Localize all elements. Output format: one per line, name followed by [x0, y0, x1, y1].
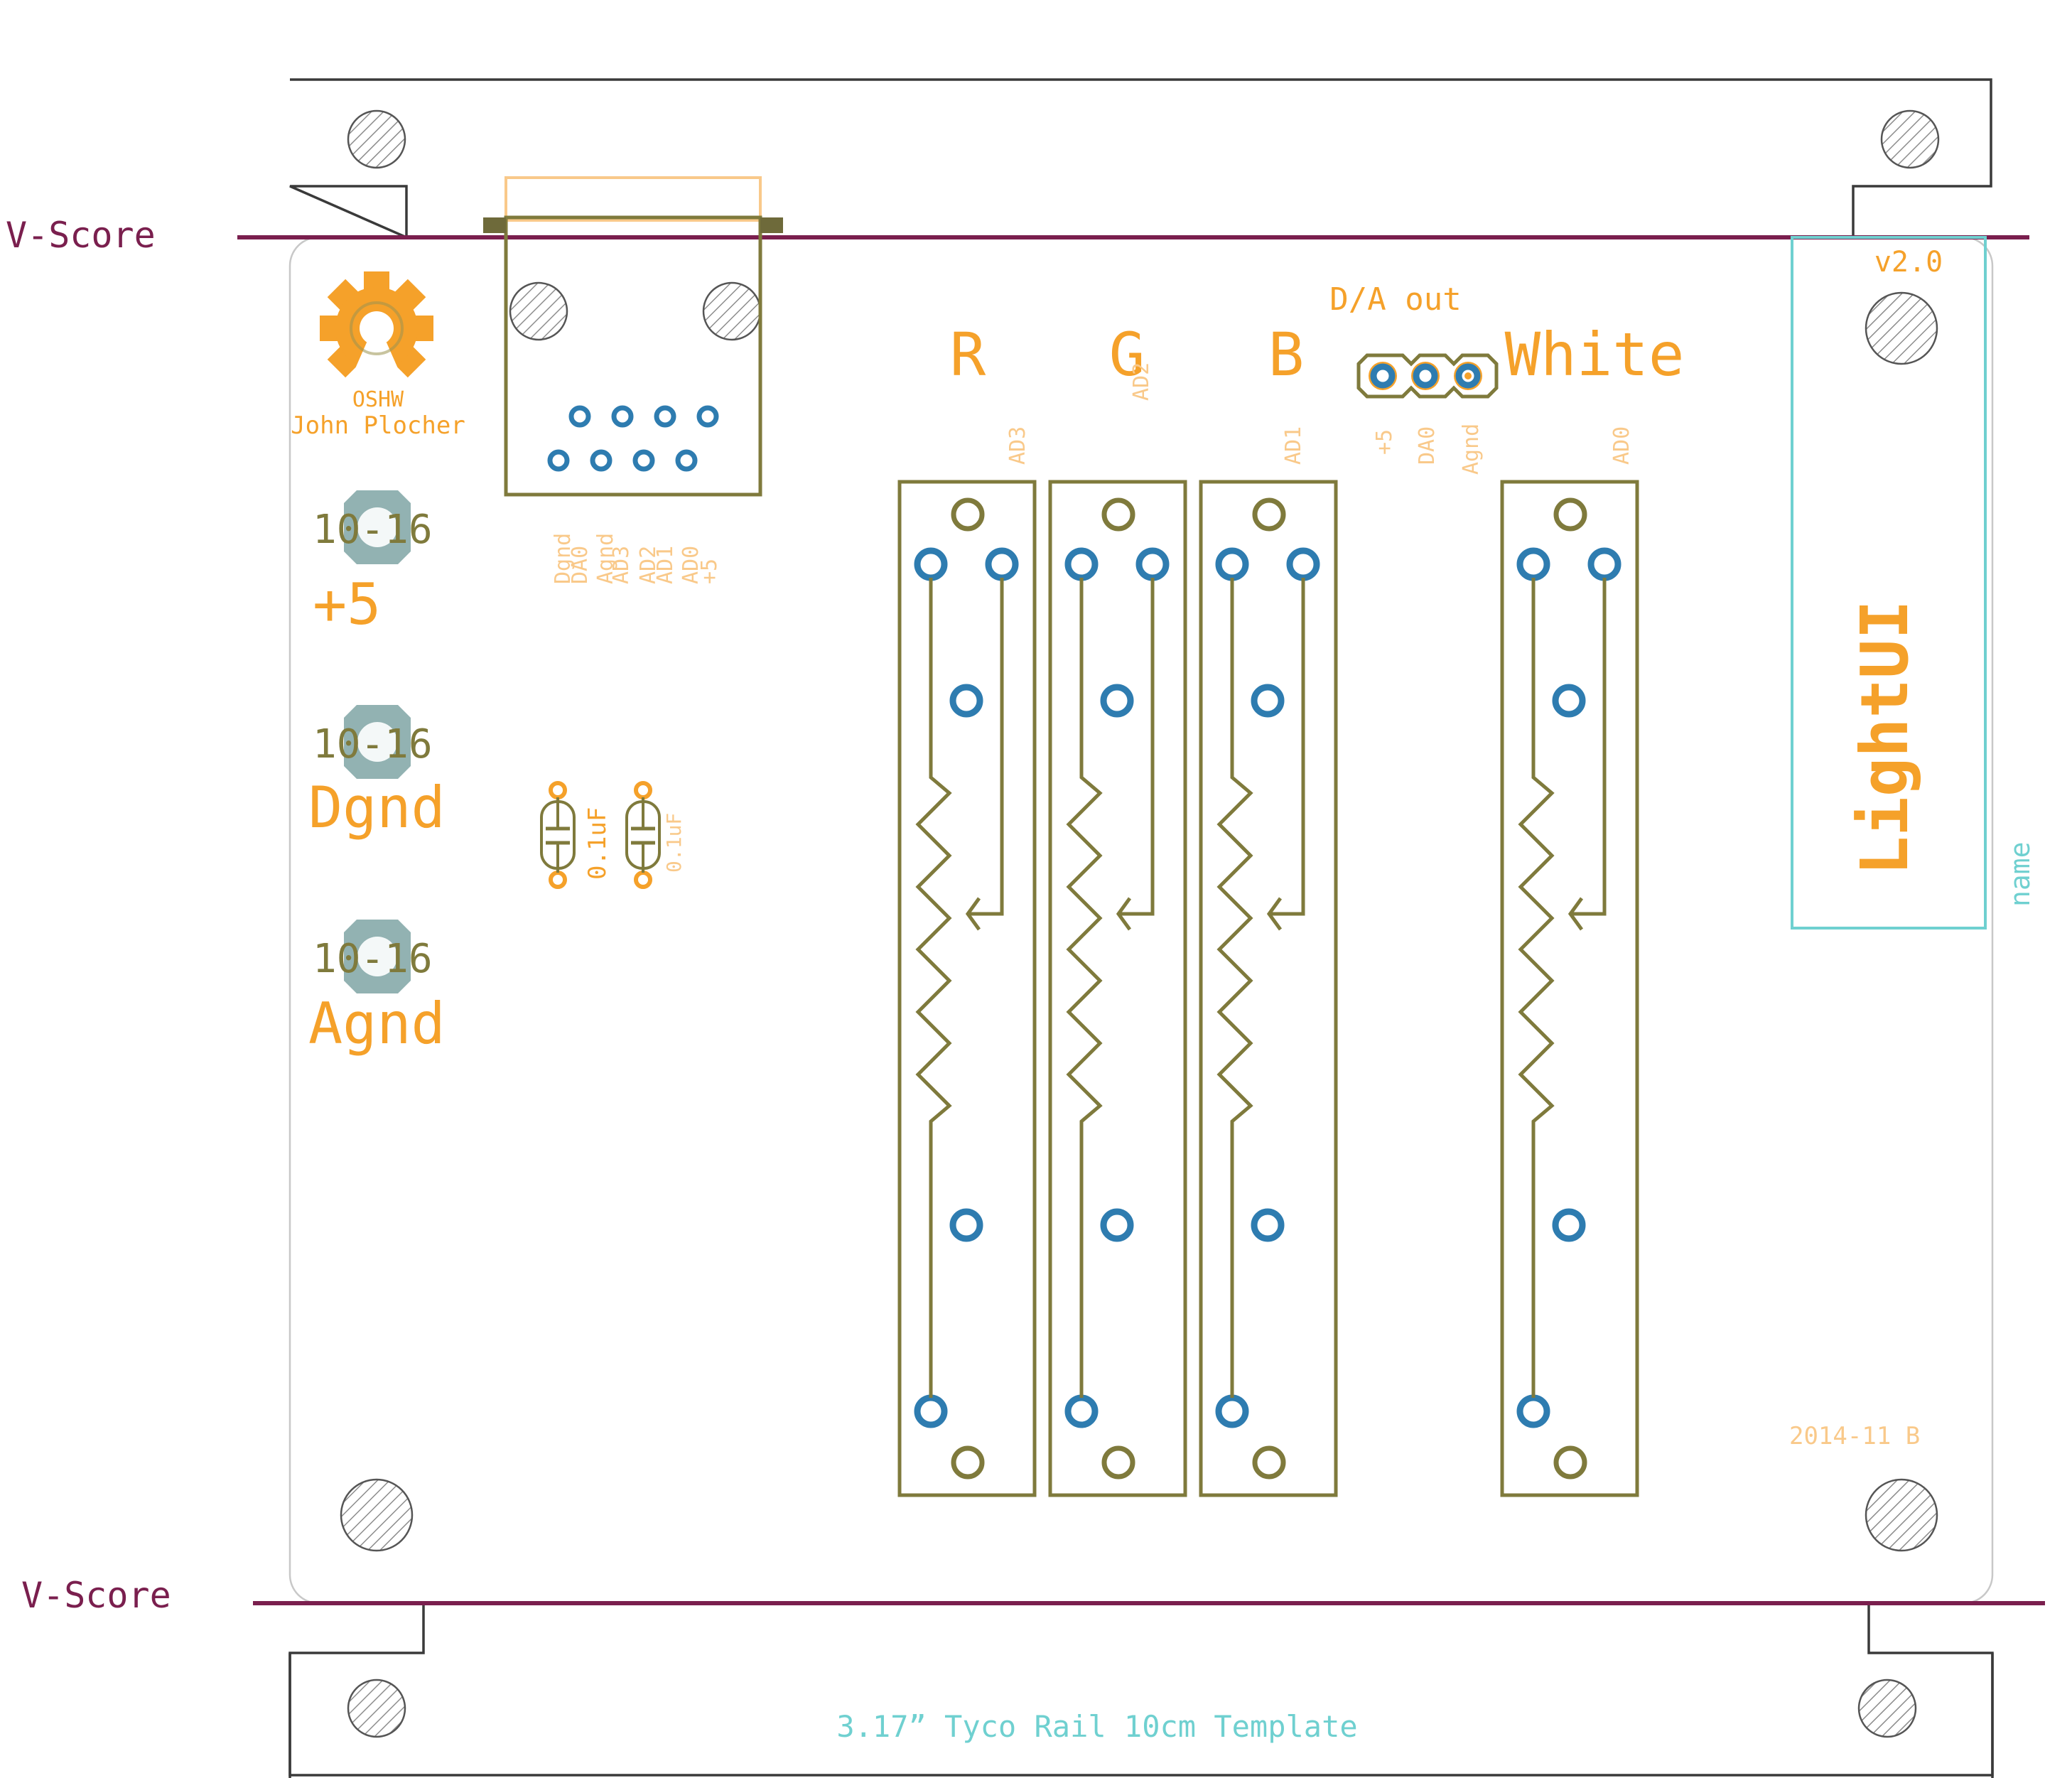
pin-pad	[611, 405, 634, 428]
name-tag: name	[2004, 841, 2036, 907]
da-pin-label: DA0	[1415, 426, 1440, 465]
pin-label: +5	[697, 559, 722, 584]
slider-title-white: White	[1505, 320, 1685, 389]
version-label: v2.0	[1874, 246, 1943, 279]
product-name: LightUI	[1847, 600, 1923, 875]
bottom-vscore-label: V-Score	[21, 1575, 171, 1616]
mounting-hole-icon	[509, 281, 568, 341]
slide-potentiometer-icon	[1500, 480, 1639, 1497]
pin-label: AD0	[679, 546, 703, 584]
terminal-size: 10-16	[313, 721, 433, 767]
slide-potentiometer-icon	[1199, 480, 1338, 1497]
slider-channel-g: AD2	[1129, 362, 1154, 401]
pin-pad	[590, 449, 613, 472]
rj45-pin-labels: Dgnd DA0 Agnd AD3 AD2 AD1 AD0 +5	[551, 533, 722, 584]
terminal-label: +5	[313, 571, 381, 637]
mounting-hole-icon	[1865, 1478, 1938, 1552]
slide-potentiometer-icon	[1048, 480, 1187, 1497]
oshw-author: John Plocher	[291, 411, 465, 440]
terminal-agnd: 10-16 Agnd	[308, 920, 446, 1057]
power-terminals: 10-16 +5 10-16 Dgnd 10-16 Agnd	[308, 490, 446, 1057]
pin-label: AD3	[609, 546, 634, 584]
da-out-title: D/A out	[1329, 281, 1461, 318]
slider-channel-b: AD1	[1281, 426, 1306, 465]
terminal-label: Agnd	[308, 991, 446, 1057]
capacitor-2: 0.1uF	[625, 781, 686, 889]
oshw-logo: OSHW John Plocher	[291, 271, 465, 440]
terminal-size: 10-16	[313, 507, 433, 553]
top-rail-outline	[289, 78, 1992, 239]
pin-label: Dgnd	[551, 533, 576, 584]
board-outline	[288, 236, 1994, 1605]
terminal-plus5: 10-16 +5	[313, 490, 433, 637]
slider-channel-white: AD0	[1609, 426, 1634, 465]
mounting-hole-icon	[347, 1679, 406, 1738]
slider-title-g: G	[1109, 320, 1145, 389]
slider-title-b: B	[1268, 320, 1305, 389]
mounting-holes	[340, 109, 1940, 1738]
slide-potentiometer-icon	[897, 480, 1037, 1497]
oshw-title: OSHW	[352, 387, 404, 412]
slider-title-r: R	[950, 320, 986, 389]
revision-label: 2014-11 B	[1789, 1422, 1920, 1450]
da-pin-label: +5	[1372, 429, 1397, 455]
pin-pad	[547, 449, 570, 472]
pin-label: DA0	[568, 546, 593, 584]
mounting-hole-icon	[1880, 109, 1940, 169]
pin-pad	[696, 405, 719, 428]
rj45-pins	[547, 405, 719, 472]
bottom-vscore: V-Score	[21, 1575, 2045, 1616]
pin-label: Agnd	[593, 533, 618, 584]
slider-r	[897, 480, 1037, 1497]
slider-white	[1500, 480, 1639, 1497]
pin-pad	[675, 449, 698, 472]
slider-channels: AD3 AD2 AD1 AD0	[1005, 362, 1634, 465]
template-caption: 3.17” Tyco Rail 10cm Template	[836, 1709, 1357, 1744]
top-vscore: V-Score	[6, 215, 2029, 256]
terminal-dgnd: 10-16 Dgnd	[308, 705, 446, 841]
mounting-hole-icon	[1857, 1679, 1917, 1738]
slider-g	[1048, 480, 1187, 1497]
mounting-hole-icon	[1865, 291, 1938, 365]
mounting-hole-icon	[340, 1478, 414, 1552]
pin-pad	[632, 449, 655, 472]
capacitor-value: 0.1uF	[583, 807, 612, 880]
slider-channel-r: AD3	[1005, 426, 1030, 465]
capacitor-value: 0.1uF	[662, 813, 686, 873]
top-vscore-label: V-Score	[6, 215, 156, 256]
pin-label: AD1	[653, 546, 678, 584]
rj45-connector: Dgnd DA0 Agnd AD3 AD2 AD1 AD0 +5	[483, 176, 783, 584]
slider-b	[1199, 480, 1338, 1497]
oshw-gear-icon	[320, 271, 433, 378]
slider-titles: R G B White	[950, 320, 1685, 389]
da-out-header: D/A out +5 DA0 Agnd	[1329, 281, 1499, 475]
pin-pad	[654, 405, 676, 428]
mounting-hole-icon	[702, 281, 762, 341]
bottom-rail-outline	[288, 1603, 1994, 1778]
terminal-size: 10-16	[313, 936, 433, 982]
capacitor-1: 0.1uF	[540, 781, 612, 889]
mounting-hole-icon	[347, 109, 406, 169]
pin-pad	[568, 405, 591, 428]
da-pin-label: Agnd	[1459, 424, 1484, 475]
label-area: v2.0 LightUI name	[1791, 236, 2036, 930]
pin-label: AD2	[636, 546, 661, 584]
terminal-label: Dgnd	[308, 775, 446, 841]
